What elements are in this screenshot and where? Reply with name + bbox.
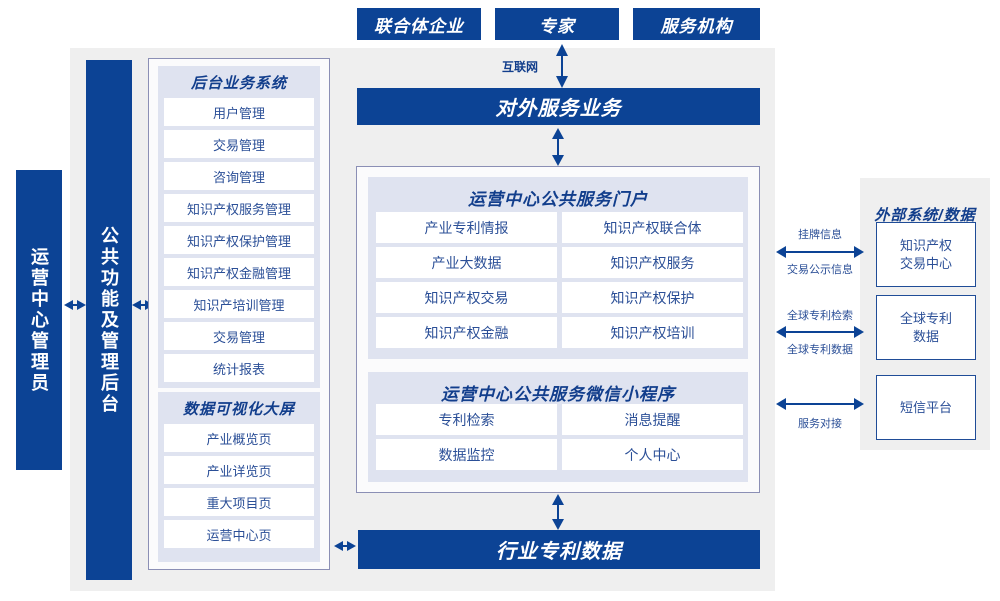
cell-label: 知识产权联合体 — [603, 219, 702, 236]
arrow-portal-to-industry-data — [552, 494, 564, 530]
external-box-ip-trading-center[interactable]: 知识产权 交易中心 — [876, 222, 976, 287]
external-service-label: 对外服务业务 — [495, 98, 622, 120]
actor-box-service-agency: 服务机构 — [633, 8, 760, 40]
external-systems-title: 外部系统/数据 — [874, 207, 976, 224]
cell-label: 运营中心页 — [206, 527, 272, 543]
miniprogram-item-patent-search[interactable]: 专利检索 — [376, 404, 557, 435]
portal-item-ip-protection[interactable]: 知识产权保护 — [562, 282, 743, 313]
external-service-banner: 对外服务业务 — [357, 88, 760, 125]
cell-label: 产业概览页 — [206, 431, 272, 447]
cell-label: 专利检索 — [438, 411, 495, 428]
backend-item-ip-finance-management[interactable]: 知识产权金融管理 — [164, 258, 314, 286]
portal-item-ip-training[interactable]: 知识产权培训 — [562, 317, 743, 348]
portal-item-ip-union[interactable]: 知识产权联合体 — [562, 212, 743, 243]
external-box-sms-platform[interactable]: 短信平台 — [876, 375, 976, 440]
backend-item-statistics-report[interactable]: 统计报表 — [164, 354, 314, 382]
cell-label: 消息提醒 — [624, 411, 681, 428]
cell-label: 知识产权金融 — [424, 324, 509, 341]
cell-label: 咨询管理 — [212, 169, 265, 185]
cell-label: 交易管理 — [212, 329, 265, 345]
arrow-panel-to-industry-data — [334, 541, 356, 551]
backend-item-transaction-management-2[interactable]: 交易管理 — [164, 322, 314, 350]
connector-label-transaction-disclosure: 交易公示信息 — [787, 264, 853, 276]
cell-label: 数据监控 — [438, 446, 495, 463]
backend-item-consulting-management[interactable]: 咨询管理 — [164, 162, 314, 190]
external-box-line1: 知识产权 — [899, 237, 952, 253]
cell-label: 产业详览页 — [206, 463, 272, 479]
backend-item-ip-service-management[interactable]: 知识产权服务管理 — [164, 194, 314, 222]
cell-label: 知识产权保护 — [610, 289, 695, 306]
portal-item-industry-bigdata[interactable]: 产业大数据 — [376, 247, 557, 278]
external-box-label: 全球专利 数据 — [900, 310, 952, 345]
arrow-ip-trading-center — [776, 246, 864, 258]
cell-label: 产业大数据 — [431, 254, 502, 271]
miniprogram-item-data-monitor[interactable]: 数据监控 — [376, 439, 557, 470]
operator-admin-banner: 运营中心管理员 — [16, 170, 62, 470]
cell-label: 统计报表 — [212, 361, 265, 377]
portal-title: 运营中心公共服务门户 — [468, 190, 648, 209]
industry-patent-data-label: 行业专利数据 — [496, 541, 622, 563]
connector-label-global-patent-data: 全球专利数据 — [787, 344, 853, 356]
backend-item-user-management[interactable]: 用户管理 — [164, 98, 314, 126]
actor-label: 联合体企业 — [374, 16, 464, 36]
cell-label: 交易管理 — [212, 137, 265, 153]
arrow-service-to-portal — [552, 128, 564, 166]
operator-admin-label: 运营中心管理员 — [29, 246, 49, 394]
cell-label: 知识产权金融管理 — [186, 265, 291, 281]
arrow-sms-platform — [776, 398, 864, 410]
cell-label: 知识产权服务 — [610, 254, 695, 271]
connector-label-listing-info: 挂牌信息 — [798, 229, 842, 241]
dataviz-item-industry-overview[interactable]: 产业概览页 — [164, 424, 314, 452]
portal-item-ip-service[interactable]: 知识产权服务 — [562, 247, 743, 278]
portal-item-industry-patent-intel[interactable]: 产业专利情报 — [376, 212, 557, 243]
actor-box-union-enterprise: 联合体企业 — [357, 8, 481, 40]
backend-system-title: 后台业务系统 — [190, 75, 287, 92]
backend-item-ip-protection-management[interactable]: 知识产权保护管理 — [164, 226, 314, 254]
portal-item-ip-transaction[interactable]: 知识产权交易 — [376, 282, 557, 313]
external-box-line1: 全球专利 — [899, 310, 952, 326]
public-function-banner: 公共功能及管理后台 — [86, 60, 132, 580]
miniprogram-item-message-alert[interactable]: 消息提醒 — [562, 404, 743, 435]
external-box-global-patent-data[interactable]: 全球专利 数据 — [876, 295, 976, 360]
public-function-label: 公共功能及管理后台 — [99, 225, 119, 415]
dataviz-item-major-project[interactable]: 重大项目页 — [164, 488, 314, 516]
arrow-global-patent-data — [776, 326, 864, 338]
arrow-internet — [556, 44, 568, 88]
data-visualization-title: 数据可视化大屏 — [182, 401, 295, 418]
cell-label: 用户管理 — [212, 105, 265, 121]
cell-label: 个人中心 — [624, 446, 681, 463]
external-box-label: 知识产权 交易中心 — [900, 237, 952, 272]
cell-label: 产业专利情报 — [424, 219, 509, 236]
backend-item-transaction-management[interactable]: 交易管理 — [164, 130, 314, 158]
internet-label: 互联网 — [501, 60, 538, 74]
cell-label: 重大项目页 — [206, 495, 272, 511]
actor-label: 服务机构 — [660, 16, 733, 36]
external-box-line2: 数据 — [912, 328, 939, 344]
dataviz-item-operation-center[interactable]: 运营中心页 — [164, 520, 314, 548]
connector-label-global-patent-search: 全球专利检索 — [787, 310, 853, 322]
miniprogram-item-personal-center[interactable]: 个人中心 — [562, 439, 743, 470]
cell-label: 知识产权培训 — [610, 324, 695, 341]
external-box-label: 短信平台 — [899, 399, 952, 415]
miniprogram-title: 运营中心公共服务微信小程序 — [441, 385, 675, 404]
cell-label: 知识产权服务管理 — [186, 201, 291, 217]
cell-label: 知识产培训管理 — [193, 297, 285, 313]
dataviz-item-industry-detail[interactable]: 产业详览页 — [164, 456, 314, 484]
actor-box-expert: 专家 — [495, 8, 619, 40]
backend-item-ip-training-management[interactable]: 知识产培训管理 — [164, 290, 314, 318]
portal-item-ip-finance[interactable]: 知识产权金融 — [376, 317, 557, 348]
connector-label-service-docking: 服务对接 — [798, 418, 842, 430]
external-box-line2: 交易中心 — [899, 255, 952, 271]
industry-patent-data-banner: 行业专利数据 — [358, 530, 760, 569]
arrow-admin-to-public — [64, 300, 86, 310]
cell-label: 知识产权保护管理 — [186, 233, 291, 249]
actor-label: 专家 — [539, 16, 575, 36]
cell-label: 知识产权交易 — [424, 289, 509, 306]
